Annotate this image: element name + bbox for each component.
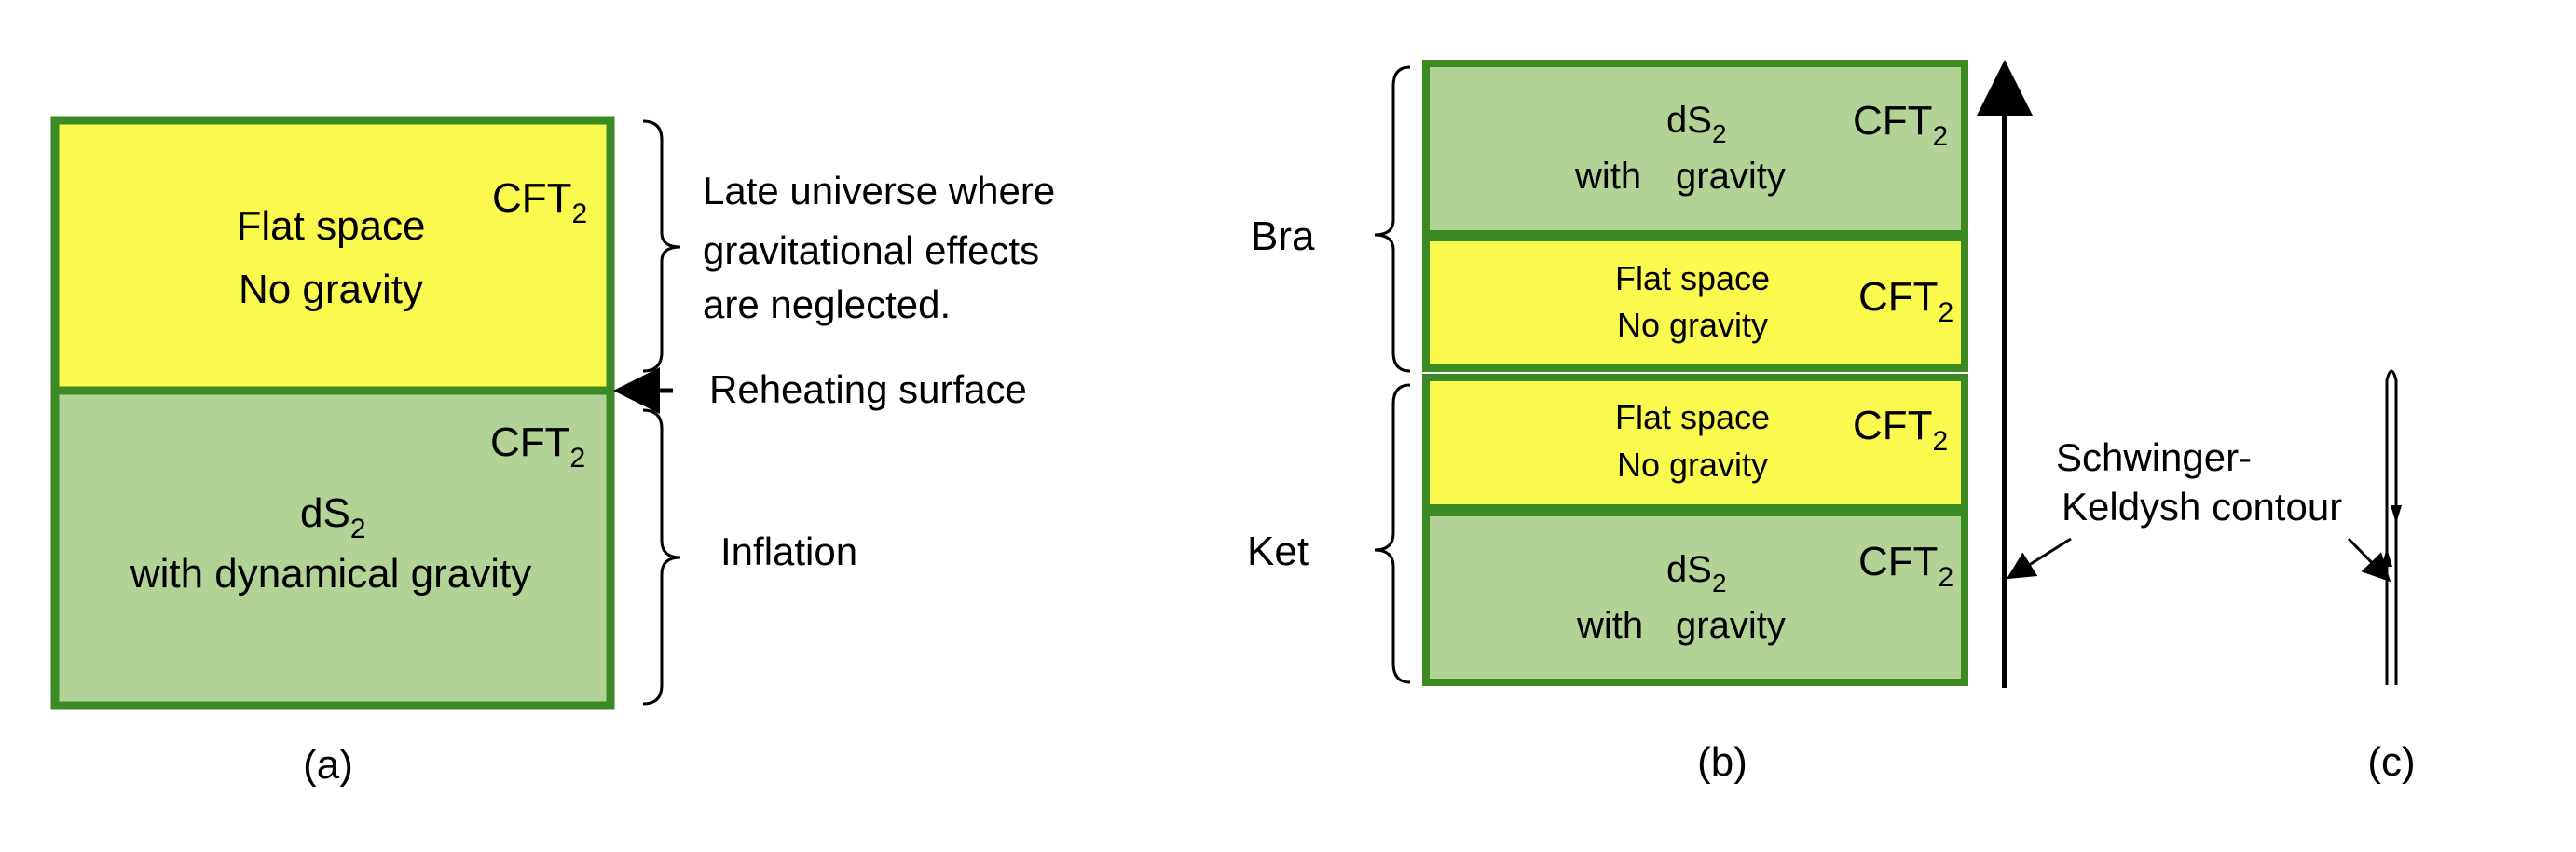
ds2-label: dS2 — [1666, 100, 1727, 148]
no-gravity-label: No gravity — [239, 267, 423, 312]
flat-space-box — [1422, 374, 1968, 512]
late-universe-label: gravitational effects — [703, 228, 1039, 272]
schwinger-keldysh-contour — [2385, 369, 2398, 685]
no-gravity-label: No gravity — [1617, 446, 1768, 484]
caption-a: (a) — [303, 742, 353, 788]
late-universe-label: are neglected. — [703, 282, 951, 326]
inflation-box — [50, 386, 615, 710]
late-universe-brace — [642, 119, 681, 373]
caption-b: (b) — [1697, 739, 1747, 785]
schwinger-keldysh-label: Schwinger- — [2056, 435, 2252, 479]
bra-label: Bra — [1251, 213, 1315, 259]
flat-space-box — [1422, 234, 1968, 372]
bra-brace — [1374, 65, 1411, 373]
cft-label: CFT2 — [1853, 98, 1948, 152]
pointer-line — [2347, 537, 2391, 583]
inflation-brace — [642, 408, 681, 706]
cft-label: CFT2 — [492, 175, 587, 229]
cft-label: CFT2 — [490, 419, 585, 474]
inflation-label: Inflation — [720, 529, 857, 573]
panel-a: Flat space No gravity CFT2 CFT2 dS2 with… — [50, 116, 1055, 788]
reheating-surface-label: Reheating surface — [709, 367, 1027, 411]
cft-label: CFT2 — [1853, 403, 1948, 457]
flat-space-box — [50, 116, 615, 395]
cft-label: CFT2 — [1858, 539, 1953, 593]
down-arrow-icon — [2391, 505, 2402, 524]
flat-space-label: Flat space — [1615, 398, 1770, 436]
contour-annotation: Schwinger- Keldysh contour — [2006, 435, 2391, 583]
cft-label: CFT2 — [1858, 274, 1953, 328]
caption-c: (c) — [2367, 739, 2415, 785]
with-label: with — [1574, 156, 1641, 197]
gravity-label: gravity — [1676, 605, 1786, 646]
late-universe-label: Late universe where — [703, 169, 1055, 213]
no-gravity-label: No gravity — [1617, 306, 1768, 344]
gravity-label: gravity — [1676, 156, 1786, 197]
flat-space-label: Flat space — [237, 203, 426, 249]
panel-b: dS2 with gravity CFT2 Flat space No grav… — [1247, 60, 2033, 785]
flat-space-label: Flat space — [1615, 259, 1770, 297]
ket-brace — [1374, 383, 1411, 684]
panel-c: (c) — [2367, 369, 2416, 785]
up-arrow-icon — [2381, 548, 2392, 567]
ket-label: Ket — [1247, 529, 1309, 574]
with-label: with — [1576, 605, 1643, 646]
ds2-label: dS2 — [300, 490, 366, 544]
schwinger-keldysh-label: Keldysh contour — [2062, 485, 2342, 529]
ds2-label: dS2 — [1666, 549, 1727, 598]
pointer-line — [2006, 537, 2072, 580]
ds-gravity-box — [1422, 60, 1968, 238]
ds-gravity-box — [1422, 509, 1968, 686]
dynamical-gravity-label: with dynamical gravity — [130, 551, 531, 597]
